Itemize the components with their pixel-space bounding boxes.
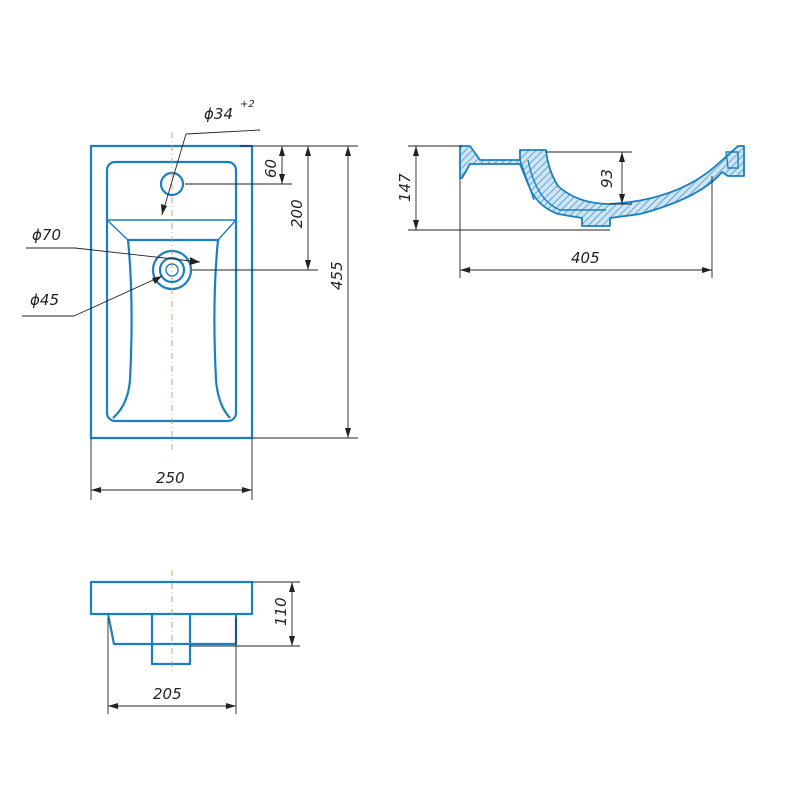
top-view: ϕ34 +2 ϕ70 ϕ45 60 200 455 bbox=[22, 99, 358, 500]
dim-drain-outer: ϕ70 bbox=[32, 226, 61, 244]
dim-front-height: 110 bbox=[272, 597, 290, 626]
front-drain-body bbox=[150, 614, 192, 666]
basin-top-outline bbox=[89, 144, 254, 440]
drain-outer-ring bbox=[151, 249, 193, 291]
side-section-view: 147 93 405 bbox=[396, 145, 745, 278]
dim-drain-inner: ϕ45 bbox=[30, 291, 59, 309]
front-view: 110 205 bbox=[89, 570, 300, 714]
dim-width: 250 bbox=[156, 469, 185, 487]
section-rim-notch bbox=[725, 151, 739, 169]
dim-bottom-width: 205 bbox=[153, 685, 182, 703]
dim-drain-offset: 200 bbox=[288, 199, 306, 228]
bowl-corner-lines bbox=[106, 219, 237, 241]
dim-section-length: 405 bbox=[571, 249, 600, 267]
dim-faucet-hole: ϕ34 bbox=[204, 105, 233, 123]
dim-faucet-offset: 60 bbox=[262, 159, 280, 178]
basin-rim-inner bbox=[105, 160, 238, 423]
dim-section-height: 147 bbox=[396, 173, 414, 202]
section-inner-line bbox=[519, 159, 606, 211]
section-body bbox=[459, 145, 745, 227]
dim-faucet-hole-tolerance: +2 bbox=[240, 99, 255, 110]
dim-bowl-depth: 93 bbox=[598, 169, 616, 188]
front-top-slab bbox=[89, 580, 254, 616]
dim-total-length: 455 bbox=[328, 261, 346, 290]
bowl-inner-contour bbox=[112, 238, 231, 419]
